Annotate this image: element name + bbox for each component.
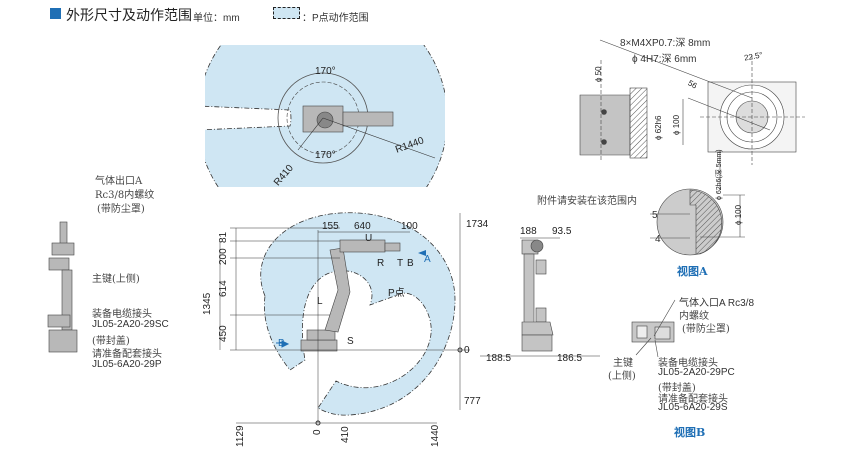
arrow-a-label: A: [424, 254, 431, 265]
front-dim-188-5: 188.5: [486, 353, 512, 364]
view-b-connector-5: JL05-6A20-29S: [658, 402, 728, 413]
gas-inlet-label-1: 气体入口A Rc3/8: [679, 298, 755, 309]
side-view-robot: [300, 239, 401, 352]
dim-450: 450: [218, 325, 229, 342]
unit-label: 单位：mm: [193, 13, 240, 24]
view-b-main-key-1: 主键: [613, 358, 633, 369]
top-angle-upper: 170°: [315, 66, 336, 77]
arrow-a-icon: [418, 250, 426, 256]
attachment-note: 附件请安装在该范围内: [537, 196, 637, 207]
dim-640: 640: [354, 221, 371, 232]
connector-label-2: JL05-2A20-29SC: [92, 319, 169, 330]
dia-62h6: ϕ 62h6: [654, 115, 663, 141]
pin-spec: ϕ 4H7:深 6mm: [632, 54, 697, 65]
detail-dim-4: 4: [655, 234, 661, 245]
view-b-connector-4: 请准备配套接头: [658, 394, 728, 405]
dim-777: 777: [464, 396, 481, 407]
gas-outlet-label-1: 气体出口A: [95, 176, 143, 187]
dim-zero-bottom: 0: [312, 429, 323, 435]
axis-u: U: [365, 233, 373, 244]
gas-outlet-label-3: (带防尘罩): [97, 204, 145, 215]
gas-outlet-label-2: Rc3/8内螺纹: [95, 190, 155, 201]
view-b-connector-plate: [631, 299, 676, 358]
top-view-robot: [302, 105, 394, 133]
gas-inlet-label-3: (带防尘罩): [682, 324, 730, 335]
connector-label-5: JL05-6A20-29P: [92, 359, 162, 370]
section-marker: [50, 8, 61, 19]
dia-50: ϕ 50: [594, 66, 603, 82]
dim-zero-right: 0: [464, 345, 470, 356]
view-b-main-key-2: (上侧): [608, 371, 636, 382]
arrow-b-icon: [276, 340, 290, 348]
dim-1345: 1345: [202, 292, 213, 315]
holes-spec: 8×M4XP0.7:深 8mm: [620, 38, 711, 49]
view-a-detail: [650, 150, 745, 256]
dim-614: 614: [218, 280, 229, 297]
axis-r: R: [377, 258, 385, 269]
view-b-title: 视图B: [674, 426, 706, 439]
front-dim-188: 188: [520, 226, 537, 237]
p-point-label: P点: [388, 288, 405, 299]
arrow-b-label: B: [278, 338, 285, 349]
side-view-dimension-lines: [219, 213, 470, 424]
view-b-connector-1: 装备电缆接头: [658, 358, 718, 369]
axis-l: L: [317, 296, 323, 307]
left-view-robot: [47, 221, 78, 353]
dim-100: 100: [401, 221, 418, 232]
connector-label-1: 装备电缆接头: [92, 309, 152, 320]
dim-155: 155: [322, 221, 339, 232]
detail-dim-5: 5: [652, 210, 658, 221]
connector-label-3: (带封盖): [92, 336, 130, 347]
view-a-flange-side: [579, 60, 684, 160]
page-title: 外形尺寸及动作范围: [66, 8, 192, 24]
gas-inlet-label-2: 内螺纹: [679, 311, 709, 322]
front-dim-93-5: 93.5: [552, 226, 572, 237]
axis-t: T: [397, 258, 404, 269]
dim-1734: 1734: [466, 219, 489, 230]
dia-100: ϕ 100: [672, 114, 681, 135]
dim-200: 200: [218, 248, 229, 265]
legend-swatch: [273, 7, 300, 19]
dim-1129: 1129: [235, 425, 246, 447]
front-dim-186-5: 186.5: [557, 353, 583, 364]
dim-1440: 1440: [430, 424, 441, 447]
dia-62h6-depth: ϕ 62h6(深 5mm): [716, 149, 723, 200]
dim-410: 410: [340, 426, 351, 443]
dim-81: 81: [218, 231, 229, 243]
legend-label: ：P点动作范围: [302, 13, 369, 24]
connector-label-4: 请准备配套接头: [92, 349, 162, 360]
view-a-title: 视图A: [677, 265, 708, 278]
axis-s: S: [347, 336, 354, 347]
front-view-robot: [521, 239, 554, 352]
view-b-connector-2: JL05-2A20-29PC: [658, 367, 735, 378]
main-key-label: 主键(上侧): [92, 274, 140, 285]
axis-b: B: [407, 258, 414, 269]
side-view-range: [260, 212, 456, 416]
top-angle-lower: 170°: [315, 150, 336, 161]
view-a-flange-front: [599, 39, 805, 165]
view-b-connector-3: (带封盖): [658, 383, 696, 394]
dia-100-detail: ϕ 100: [734, 204, 743, 225]
